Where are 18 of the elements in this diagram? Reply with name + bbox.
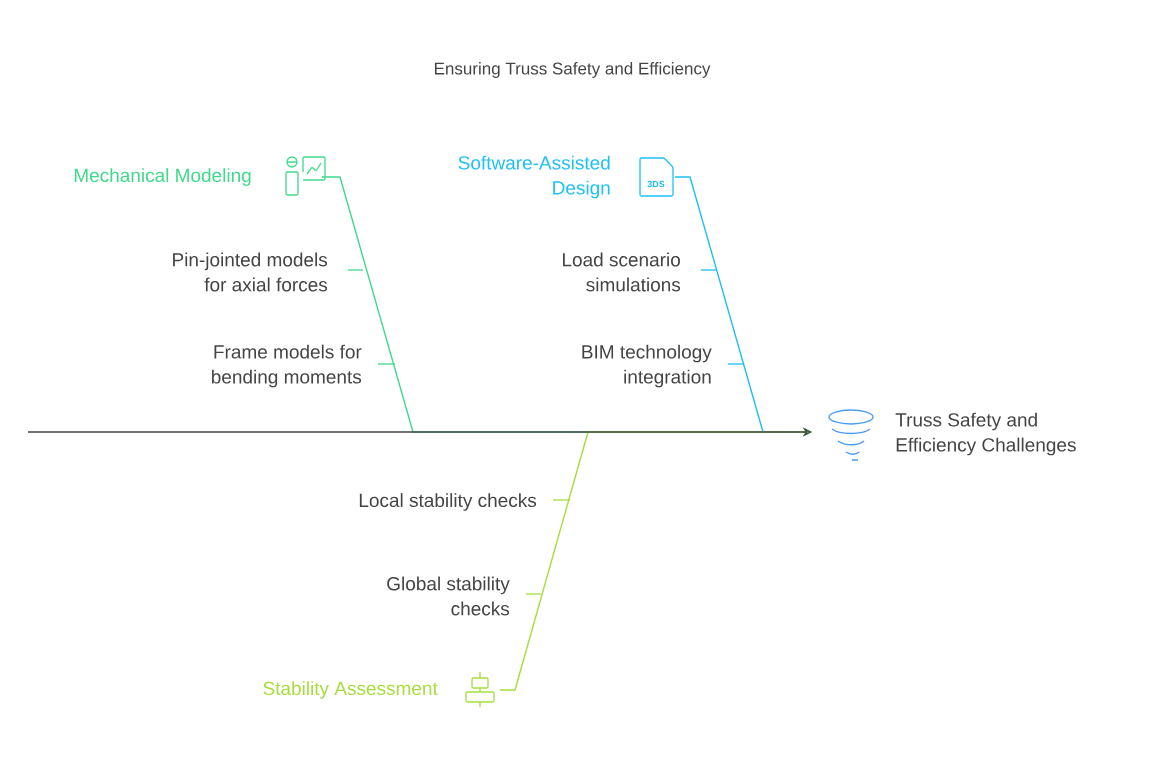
leader-line [700,269,717,271]
category-heading: Software-Assisted Design [458,155,610,199]
effect-text: Truss Safety and Efficiency Challenges [895,412,1076,456]
leader-line [347,269,364,271]
title: Ensuring Truss Safety and Efficiency [435,62,711,78]
cause-text: Pin-jointed models for axial forces [173,252,328,292]
icon-label: 3DS [647,180,665,188]
leader-line [525,593,542,595]
cause-text: Frame models for bending moments [212,344,362,388]
category-heading: Mechanical Modeling [74,168,251,186]
leader-line [727,363,745,365]
category-heading: Stability Assessment [263,681,438,699]
leader-line [377,363,396,365]
cause-text: Local stability checks [359,493,537,511]
cause-text: Load scenario simulations [563,252,681,292]
cause-text: BIM technology integration [582,344,712,388]
cause-text: Global stability checks [387,576,510,616]
leader-line [552,499,571,501]
